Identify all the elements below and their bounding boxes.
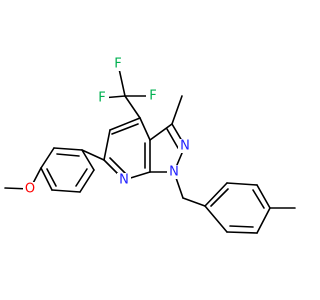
bond-anisyl-2 — [40, 147, 55, 169]
bond-c4-cf3 — [124, 95, 141, 119]
bond-tolyl-3-double — [252, 189, 265, 209]
bond-layer — [4, 63, 296, 234]
bond-tolyl-4 — [256, 207, 271, 234]
bond-c6-aryl — [81, 149, 105, 161]
atom-o-methoxy: O — [25, 182, 35, 197]
atom-n-pyrazole-1: N — [169, 165, 179, 180]
bond-ch2-aryl — [182, 197, 206, 207]
molecule-structure-diagram: F F F N N N O — [4, 57, 296, 234]
bond-anisyl-1-double — [56, 153, 80, 157]
bond-c3a-c4 — [139, 117, 151, 141]
bond-anisyl-6 — [81, 149, 95, 171]
bond-c3-methyl — [171, 95, 183, 125]
bond-tolyl-5 — [226, 231, 258, 234]
bond-anisyl-1 — [53, 147, 83, 151]
bond-anisyl-3 — [40, 167, 53, 191]
bond-tolyl-6 — [204, 205, 228, 233]
bond-tolyl-1 — [204, 182, 228, 207]
bond-anisyl-3-double — [46, 168, 57, 187]
bond-c5-c6 — [103, 129, 111, 161]
atom-label-layer: F F F N N N O — [23, 57, 192, 197]
bond-anisyl-5 — [79, 169, 95, 193]
atom-f1: F — [114, 57, 121, 72]
bond-c6-n7-double — [109, 157, 127, 175]
bond-anisyl-4 — [51, 189, 81, 193]
atom-n-pyrazole-2: N — [180, 139, 190, 154]
bond-c3a-c3 — [149, 123, 173, 141]
atom-f3: F — [149, 89, 156, 104]
bond-c4-c5-double — [111, 123, 139, 135]
bond-tolyl-5-double — [229, 225, 254, 228]
bond-c4-c5 — [109, 117, 141, 131]
bond-tolyl-2 — [226, 182, 258, 186]
bond-tolyl-1-double — [210, 188, 229, 207]
atom-n-pyridine: N — [119, 173, 129, 188]
bond-c3-n2-double — [166, 128, 179, 149]
bond-tolyl-3 — [256, 184, 271, 209]
atom-f2: F — [98, 91, 105, 106]
bond-anisyl-5-double — [75, 168, 88, 187]
